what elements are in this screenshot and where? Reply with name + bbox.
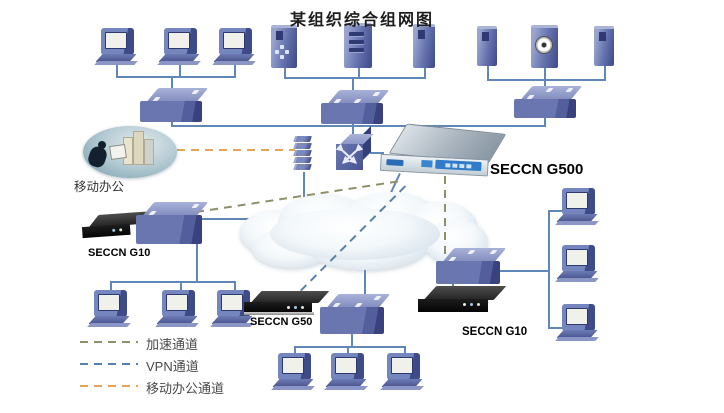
lan-line	[110, 281, 236, 283]
lan-line	[303, 172, 305, 210]
desktop-pc-icon	[380, 353, 427, 393]
lan-line	[347, 346, 349, 357]
desktop-pc-icon	[157, 28, 204, 68]
legend-vpn-dash	[80, 363, 138, 365]
network-switch-icon	[140, 88, 209, 122]
legend-mobile-dash	[80, 385, 138, 387]
lan-line	[404, 346, 406, 357]
lan-line	[110, 281, 112, 293]
lan-line	[358, 66, 360, 77]
g10-appliance-icon	[81, 211, 147, 242]
mobile-office-icon	[83, 126, 177, 178]
g50-appliance-icon	[244, 291, 330, 317]
g500-label: SECCN G500	[490, 161, 584, 178]
server-tower-icon	[344, 23, 372, 68]
lan-line	[544, 66, 546, 79]
server-tower-icon	[413, 24, 435, 68]
network-switch-icon	[436, 248, 507, 284]
legend-mobile-label: 移动办公通道	[146, 381, 225, 396]
desktop-pc-icon	[324, 353, 371, 393]
g500-appliance-icon	[379, 123, 507, 181]
lan-line	[196, 243, 198, 281]
cd-server-icon	[531, 25, 558, 68]
lan-line	[548, 210, 550, 328]
network-switch-icon	[514, 86, 583, 118]
desktop-pc-icon	[555, 245, 602, 285]
desktop-pc-icon	[555, 304, 602, 344]
crossed-arrows-icon	[335, 143, 364, 164]
g10-right-label: SECCN G10	[462, 326, 528, 338]
g50-label: SECCN G50	[250, 316, 313, 328]
desktop-pc-icon	[555, 188, 602, 228]
mobile-channel-line	[177, 149, 295, 151]
lan-line	[351, 333, 353, 346]
backbone-line	[171, 125, 546, 127]
lan-line	[171, 76, 173, 89]
lan-line	[179, 62, 181, 76]
lan-line	[294, 346, 296, 357]
lan-line	[116, 76, 236, 78]
server-tower-icon	[594, 26, 614, 66]
desktop-pc-icon	[212, 28, 259, 68]
lan-line	[370, 152, 384, 154]
lan-line	[544, 79, 546, 88]
lan-line	[487, 64, 489, 79]
lan-line	[234, 281, 236, 293]
server-tower-icon	[271, 25, 297, 68]
desktop-pc-icon	[271, 353, 318, 393]
lan-line	[424, 66, 426, 77]
network-switch-icon	[136, 202, 209, 244]
desktop-pc-icon	[155, 290, 202, 330]
cloud-icon	[240, 192, 488, 276]
g10-left-label: SECCN G10	[88, 247, 151, 259]
legend-vpn-label: VPN通道	[146, 359, 199, 374]
mobile-office-label: 移动办公	[74, 180, 125, 194]
desktop-pc-icon	[87, 290, 134, 330]
lan-line	[116, 62, 118, 76]
lan-line	[544, 116, 546, 125]
lan-line	[352, 77, 354, 91]
module-stack-icon	[293, 136, 312, 176]
lan-line	[500, 270, 548, 272]
accel-channel-line	[444, 176, 446, 256]
lan-line	[201, 218, 253, 220]
lan-line	[604, 64, 606, 79]
g10-appliance-icon	[418, 286, 507, 318]
legend-accel-label: 加速通道	[146, 337, 199, 352]
lan-line	[171, 119, 173, 126]
lan-line	[364, 255, 366, 297]
diagram-title: 某组织综合组网图	[289, 12, 434, 29]
desktop-pc-icon	[94, 28, 141, 68]
network-switch-icon	[321, 90, 390, 124]
network-switch-icon	[320, 294, 391, 334]
lan-line	[284, 66, 286, 77]
lan-line	[180, 281, 182, 293]
lan-line	[284, 77, 426, 79]
lan-line	[352, 121, 354, 137]
core-router-icon	[335, 126, 374, 170]
legend-accel-dash	[80, 341, 138, 343]
lan-line	[294, 346, 406, 348]
server-tower-icon	[477, 26, 497, 66]
lan-line	[234, 62, 236, 76]
lan-line	[487, 79, 606, 81]
